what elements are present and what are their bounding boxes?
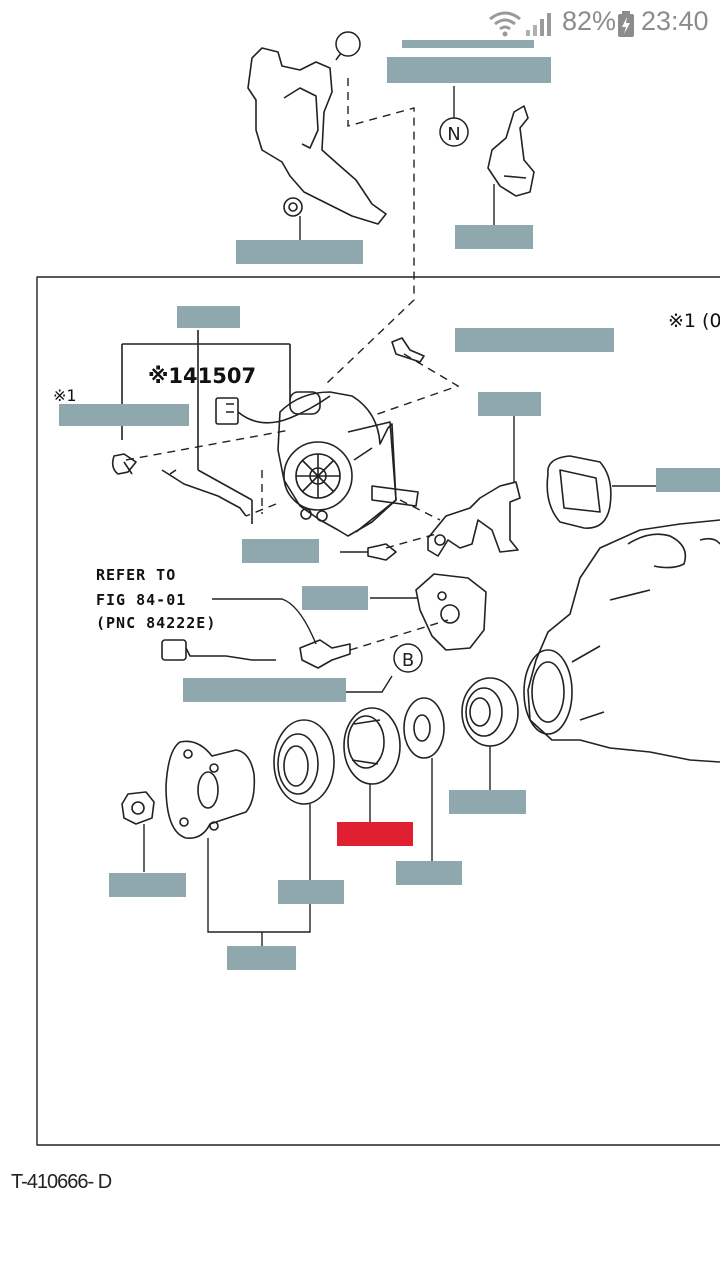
sensor-part bbox=[299, 639, 351, 669]
redacted-label-tag bbox=[402, 40, 534, 48]
refer-line-3: (PNC 84222E) bbox=[96, 614, 217, 632]
small-bracket-part bbox=[487, 105, 535, 197]
redacted-label-tag bbox=[449, 790, 526, 814]
redacted-label-tag bbox=[109, 873, 186, 897]
sensor-bracket-part bbox=[415, 573, 487, 651]
bearing-part bbox=[343, 707, 401, 785]
nut-part bbox=[121, 791, 155, 825]
gear-sleeve-part bbox=[546, 455, 612, 529]
part-code-label: ※141507 bbox=[148, 364, 257, 388]
redacted-label-tag bbox=[396, 861, 462, 885]
redacted-label-tag bbox=[478, 392, 541, 416]
bolt-part bbox=[283, 197, 303, 217]
diff-housing-part bbox=[527, 519, 720, 763]
shift-fork-part bbox=[427, 481, 521, 557]
flange-part bbox=[165, 740, 256, 840]
redacted-label-tag bbox=[278, 880, 344, 904]
bolt-part bbox=[391, 337, 425, 363]
status-bar: 82% 23:40 bbox=[0, 0, 720, 48]
redacted-label-tag bbox=[455, 225, 533, 249]
battery-percent: 82% bbox=[562, 6, 617, 36]
connector-part bbox=[215, 397, 239, 425]
oil-seal-part bbox=[273, 719, 335, 805]
refer-line-2: FIG 84-01 bbox=[96, 591, 187, 609]
redacted-label-tag bbox=[656, 468, 720, 492]
redacted-label-tag bbox=[387, 57, 551, 83]
note-mark-left: ※1 bbox=[53, 386, 77, 405]
redacted-label-tag bbox=[455, 328, 614, 352]
clock: 23:40 bbox=[641, 6, 709, 36]
rod-part bbox=[161, 469, 247, 517]
redacted-label-tag bbox=[227, 946, 296, 970]
redacted-label-tag bbox=[183, 678, 346, 702]
redacted-label-tag bbox=[236, 240, 363, 264]
signal-icon bbox=[526, 13, 551, 36]
diagram-frame bbox=[36, 276, 720, 1146]
redacted-label-tag bbox=[242, 539, 319, 563]
callout-b-label: B bbox=[402, 650, 414, 671]
actuator-body-part bbox=[277, 391, 397, 537]
bracket-shield-part bbox=[247, 47, 387, 225]
redacted-label-tag bbox=[177, 306, 240, 328]
figure-id: T-410666- D bbox=[11, 1171, 112, 1193]
wifi-icon bbox=[489, 11, 521, 37]
highlighted-label-tag bbox=[337, 822, 413, 846]
callout-n-label: N bbox=[447, 124, 460, 145]
callout-b-circle bbox=[393, 643, 423, 673]
redacted-label-tag bbox=[59, 404, 189, 426]
refer-line-1: REFER TO bbox=[96, 566, 177, 584]
note-mark-right: ※1 (0 bbox=[668, 310, 720, 332]
washer-part bbox=[403, 697, 445, 759]
battery-charging-icon bbox=[618, 11, 634, 37]
callout-n-circle bbox=[439, 117, 469, 147]
redacted-label-tag bbox=[302, 586, 368, 610]
